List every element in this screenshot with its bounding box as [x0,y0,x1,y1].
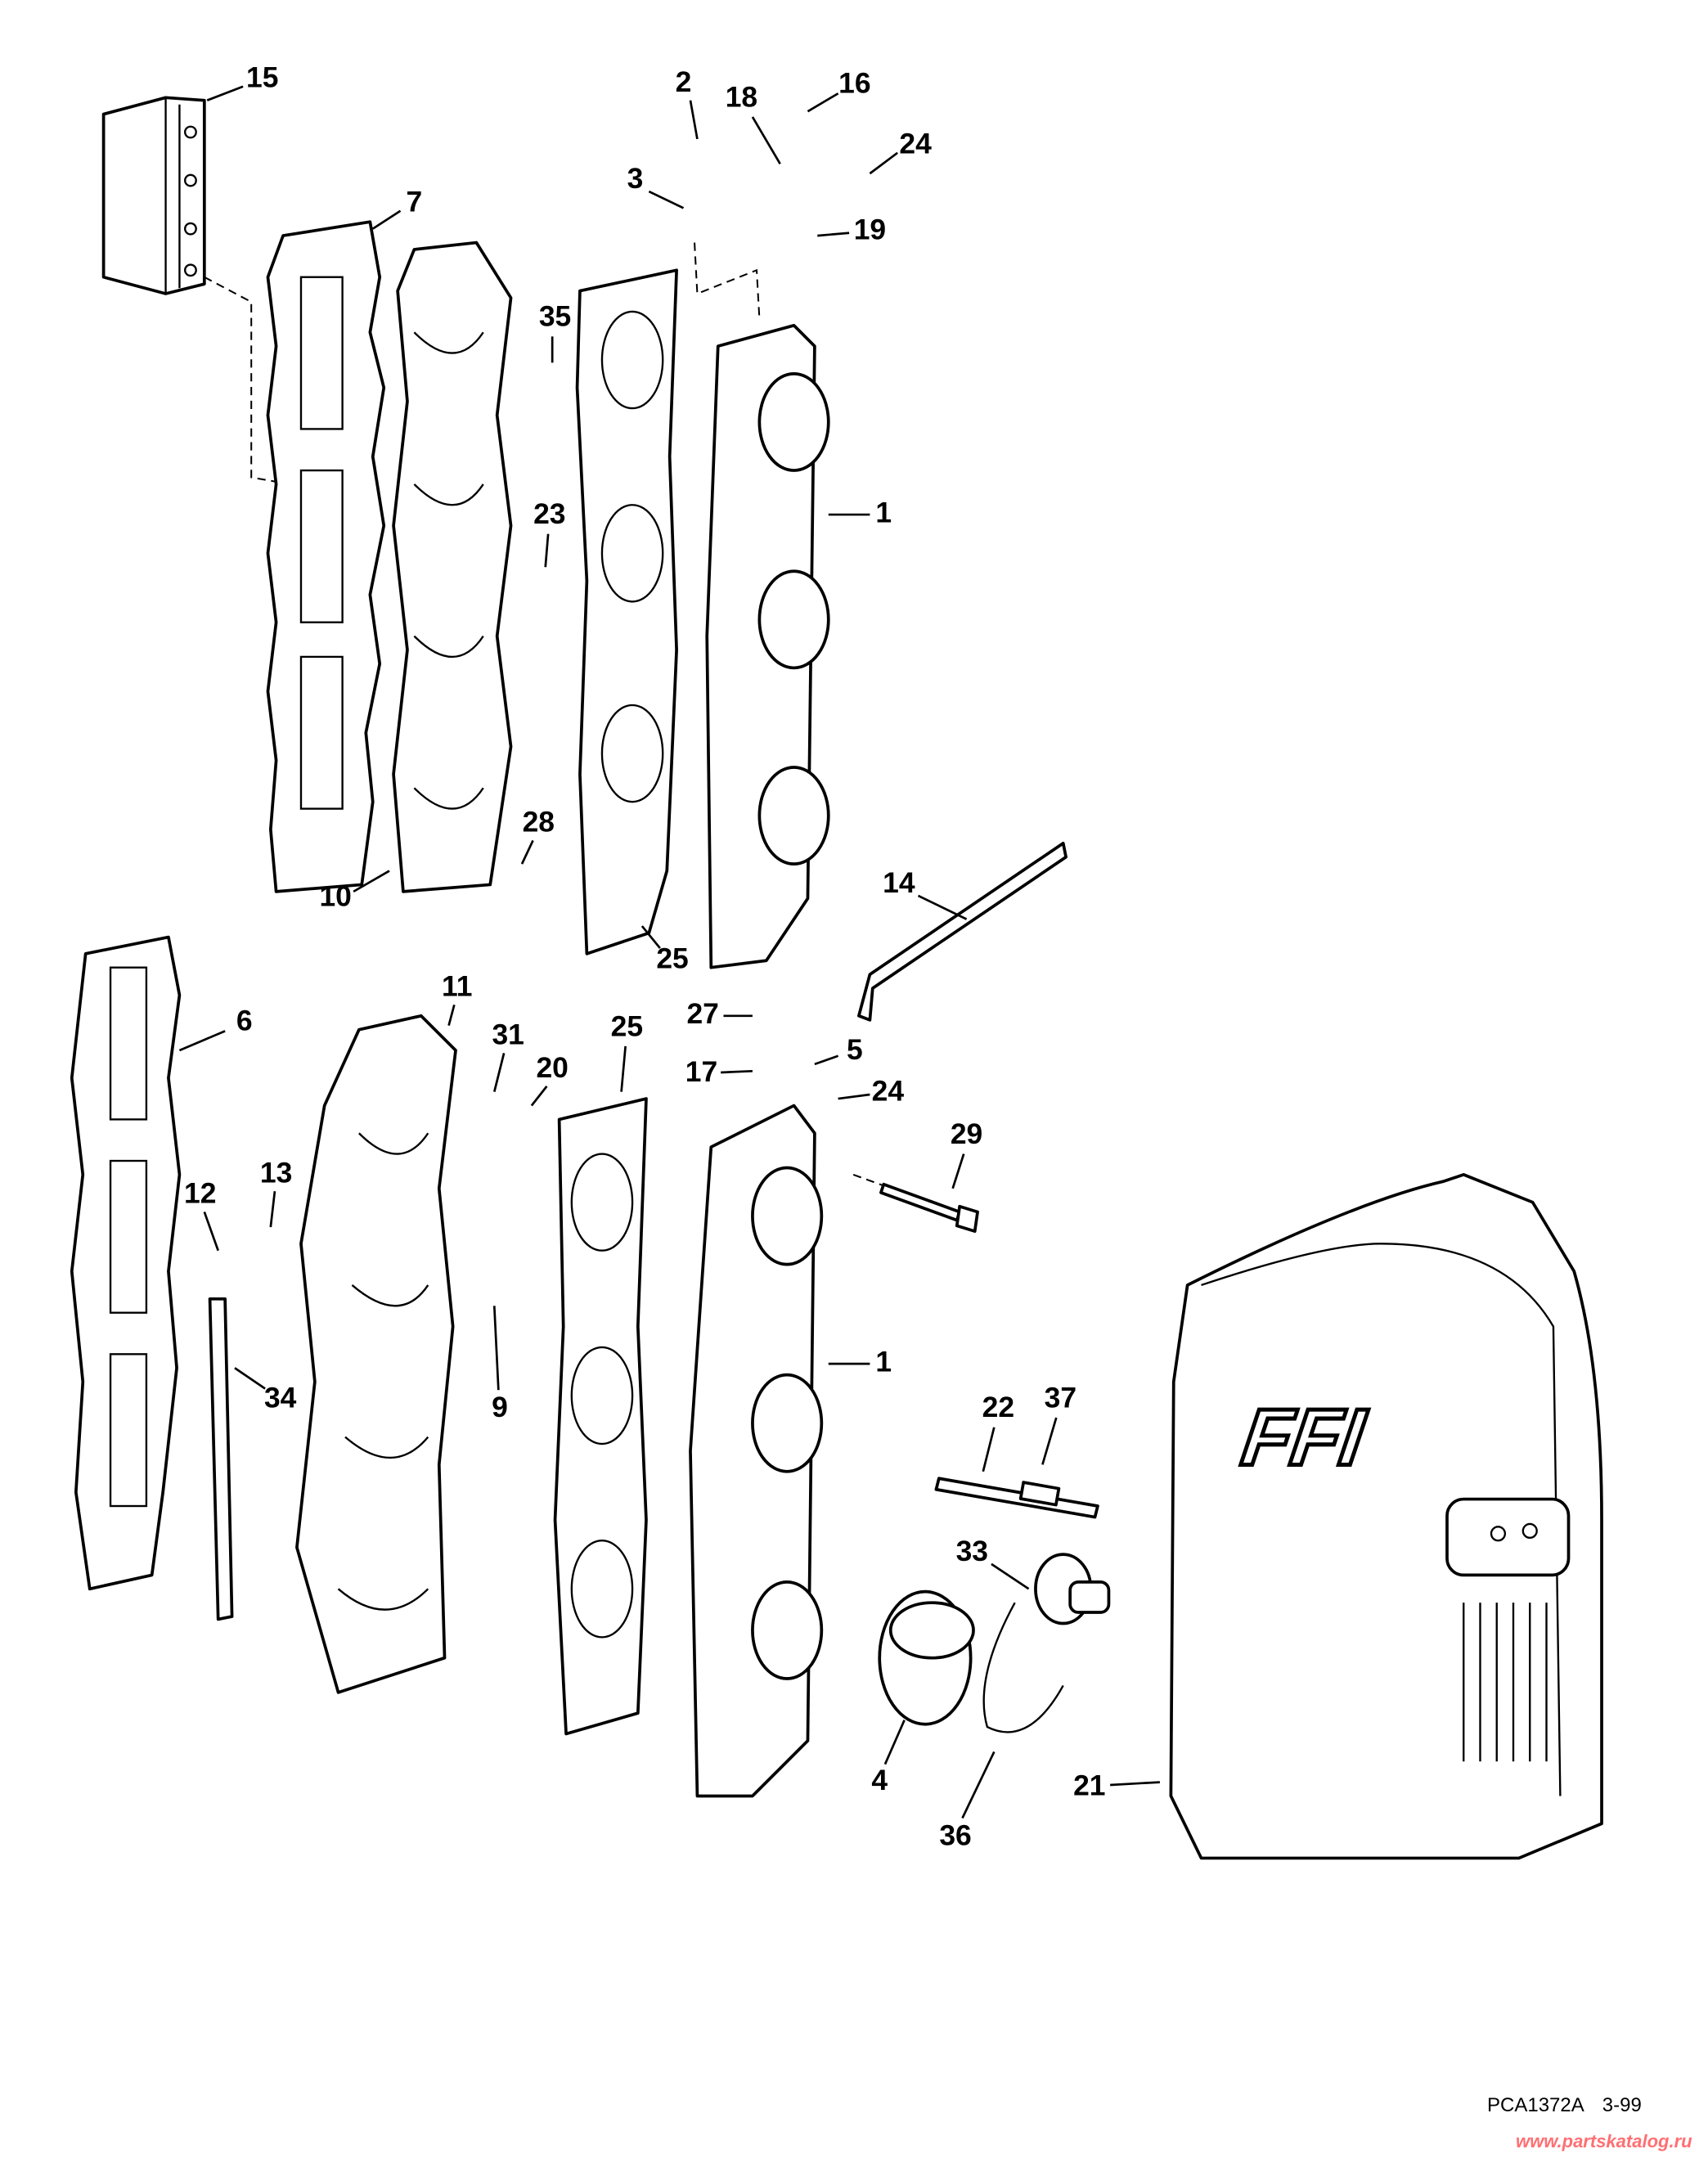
callout-number-24: 24 [872,1075,905,1108]
leader-line [982,1427,996,1472]
callout-number-16: 16 [838,66,870,99]
part-sleeve [1018,1481,1061,1507]
part-intake-manifold-upper [392,241,513,893]
callout-number-28: 28 [523,806,555,838]
part-sleeve-ring [878,1589,975,1726]
part-reed-gasket-upper [575,268,678,955]
callout-number-6: 6 [236,1005,253,1037]
callout-number-23: 23 [533,497,565,530]
callout-number-20: 20 [536,1051,568,1084]
part-sensor [1034,1553,1111,1625]
leader-line [640,925,661,949]
leader-line [530,1086,548,1107]
leader-line [492,1306,500,1391]
callout-number-3: 3 [627,162,644,195]
leader-line [1041,1417,1058,1465]
part-gasket-upper [266,220,386,893]
part-throttle-body-upper [705,323,830,969]
leader-line [721,1069,753,1074]
callout-number-5: 5 [847,1033,863,1066]
callout-number-1: 1 [875,1346,892,1378]
leader-line [353,870,390,893]
leader-line [372,209,402,230]
part-air-silencer-cover: FFI [1169,1173,1603,1860]
callout-number-11: 11 [442,969,472,1002]
leader-line [869,151,898,175]
leader-line [951,1153,965,1189]
callout-number-15: 15 [246,61,278,94]
callout-number-22: 22 [982,1391,1014,1423]
callout-number-33: 33 [956,1535,988,1567]
part-throttle-body-lower [689,1104,824,1798]
callout-number-4: 4 [871,1764,888,1796]
callout-number-12: 12 [184,1177,216,1210]
callout-number-18: 18 [726,80,757,113]
part-reed-gasket-lower [553,1097,648,1736]
callout-number-1: 1 [875,496,892,528]
leader-line [1110,1781,1160,1787]
leader-line [492,1053,506,1092]
callout-number-31: 31 [492,1018,524,1050]
leader-line [544,533,550,568]
part-strap [982,1602,1064,1733]
callout-number-14: 14 [883,866,915,899]
part-sensor-rod [934,1477,1099,1519]
part-cover-plate [101,96,206,295]
callout-number-37: 37 [1045,1381,1076,1414]
leader-line [917,894,968,920]
leader-line [178,1030,226,1052]
callout-number-24: 24 [899,128,932,160]
leader-line [817,232,850,237]
callout-number-21: 21 [1073,1769,1105,1802]
callout-number-29: 29 [951,1117,982,1150]
leader-line [883,1720,906,1765]
callout-number-9: 9 [492,1391,508,1423]
watermark: www.partskatalog.ru [1516,2131,1692,2151]
leader-line [961,1751,996,1819]
callout-number-25: 25 [611,1009,643,1042]
leader-line [807,92,839,113]
part-hose [208,1297,234,1621]
leader-line [206,85,244,101]
figure-reference: PCA1372A 3-99 [1487,2094,1660,2117]
leader-line [520,839,534,865]
callout-number-19: 19 [854,213,886,245]
figure-code: PCA1372A [1487,2094,1584,2116]
cover-logo: FFI [1237,1392,1372,1481]
leader-line [689,100,699,140]
callout-number-10: 10 [319,880,351,913]
part-link-rod [857,841,1068,1022]
leader-line [620,1045,627,1092]
part-intake-manifold-lower [295,1014,457,1694]
leader-line [269,1191,276,1228]
callout-number-35: 35 [539,300,571,333]
callout-number-13: 13 [260,1156,292,1189]
callout-number-27: 27 [686,997,718,1030]
leader-line [203,1212,219,1252]
part-gasket-lower [70,935,182,1591]
leader-line [447,1004,456,1026]
leader-line [751,116,781,165]
leader-line [814,1054,839,1066]
figure-date: 3-99 [1602,2094,1642,2116]
leader-line [648,190,685,209]
callout-number-17: 17 [685,1055,717,1088]
callout-number-7: 7 [407,186,423,218]
callout-number-36: 36 [939,1819,971,1851]
leader-line [234,1367,266,1390]
part-bolt [879,1182,979,1233]
callout-number-2: 2 [676,65,692,98]
leader-line [991,1562,1030,1590]
callout-number-25: 25 [656,942,688,975]
callout-number-34: 34 [264,1381,297,1414]
leader-line [838,1093,870,1100]
